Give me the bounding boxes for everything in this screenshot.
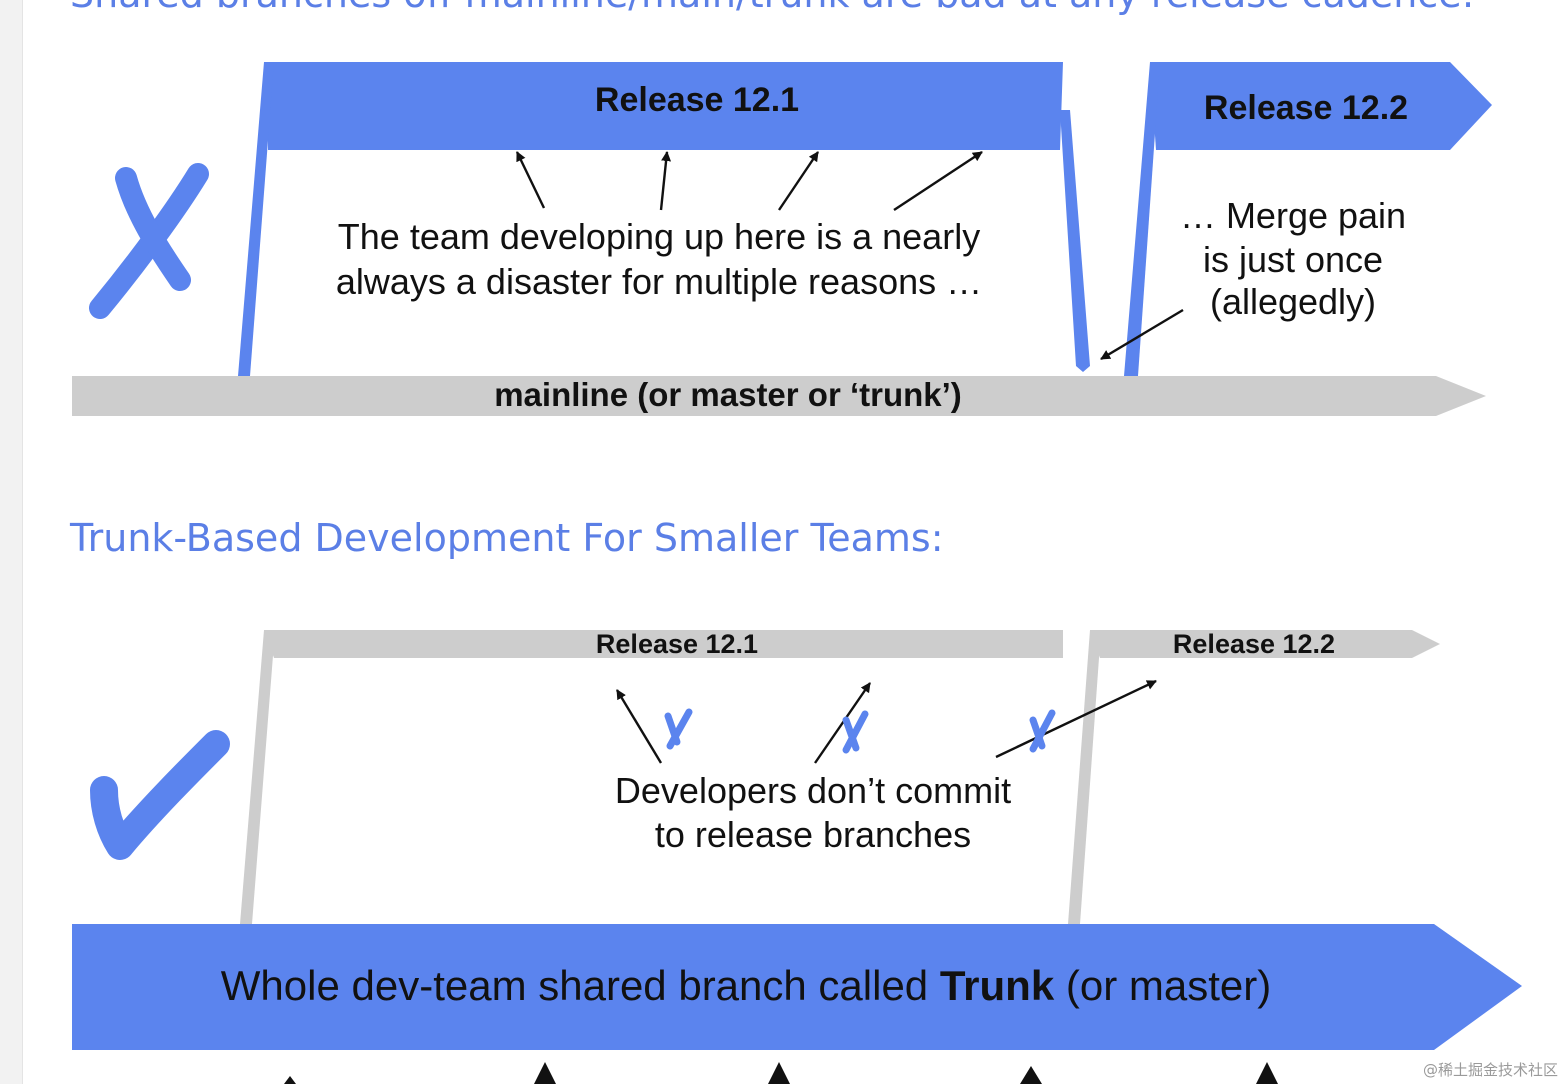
watermark: @稀土掘金技术社区 (1422, 1061, 1558, 1079)
trunk-label-prefix: Whole dev-team shared branch called (221, 962, 940, 1009)
commit-arrows (515, 150, 1184, 361)
release-12-2-branch-header (1090, 630, 1440, 658)
team-note-line-2: always a disaster for multiple reasons … (336, 261, 982, 302)
section-heading-shared-branches: Shared branches off mainline/main/trunk … (70, 0, 1474, 16)
trunk-label-bold: Trunk (940, 962, 1055, 1009)
release-12-1-left-leg (238, 62, 274, 376)
team-note-line-1: The team developing up here is a nearly (338, 216, 980, 257)
release-12-1-branch-header (264, 630, 1063, 658)
check-mark-icon (90, 730, 230, 860)
release-12-1-branch-header (264, 62, 1063, 150)
release-12-1-leg (240, 630, 275, 924)
trunk-label-suffix: (or master) (1054, 962, 1271, 1009)
release-12-2-leg (1068, 630, 1101, 924)
merge-note-line-3: (allegedly) (1210, 281, 1376, 322)
shared-branches-diagram: mainline (or master or ‘trunk’) Release … (72, 62, 1492, 416)
release-12-2-branch-header (1150, 62, 1492, 150)
trunk-label: Whole dev-team shared branch called Trun… (221, 962, 1271, 1009)
release-12-1-label: Release 12.1 (595, 81, 799, 119)
blocked-x-icon (664, 708, 1056, 754)
mainline-branch-arrow (72, 376, 1486, 416)
section-heading-trunk-based: Trunk-Based Development For Smaller Team… (70, 516, 944, 560)
merge-note-line-2: is just once (1203, 239, 1383, 280)
developers-note-line-2: to release branches (655, 814, 971, 855)
commit-arrowheads (284, 1062, 1278, 1084)
release-12-2-label: Release 12.2 (1204, 89, 1408, 127)
trunk-based-diagram: Release 12.1 Release 12.2 Developers don… (72, 629, 1522, 1084)
page-left-margin (0, 0, 23, 1084)
release-12-2-label: Release 12.2 (1173, 629, 1335, 659)
release-12-1-right-leg (1060, 110, 1090, 372)
blocked-commit-arrows (615, 679, 1157, 764)
release-12-2-leg (1124, 62, 1160, 376)
merge-note-line-1: … Merge pain (1180, 195, 1406, 236)
x-mark-icon (89, 163, 209, 319)
release-12-1-label: Release 12.1 (596, 629, 758, 659)
developers-note-line-1: Developers don’t commit (615, 770, 1011, 811)
trunk-branch-arrow (72, 924, 1522, 1050)
mainline-label: mainline (or master or ‘trunk’) (494, 376, 962, 413)
